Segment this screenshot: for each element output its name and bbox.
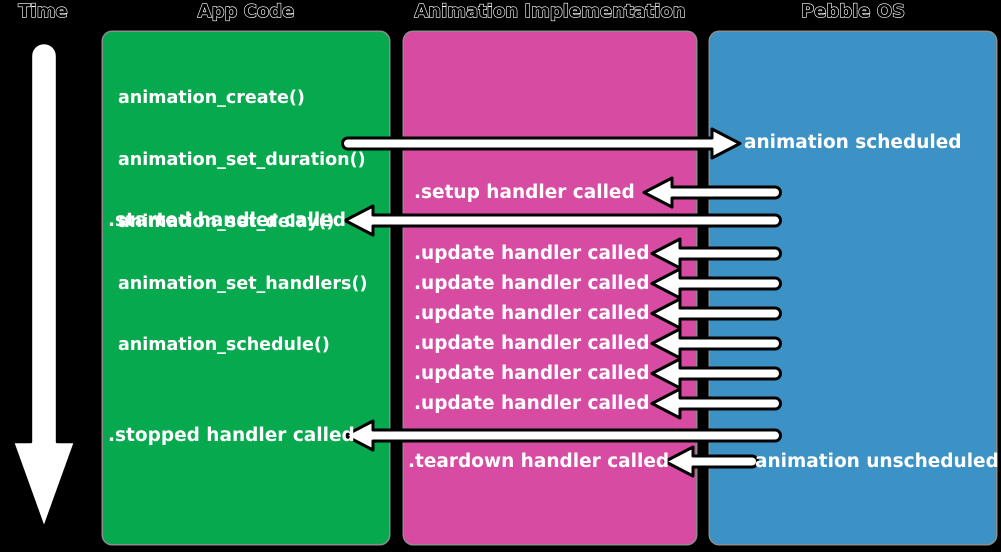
call-animation-schedule: animation_schedule() xyxy=(118,335,330,356)
label-started-handler-called: .started handler called xyxy=(108,210,347,231)
label-update-handler-called-5: .update handler called xyxy=(414,363,650,384)
label-teardown-handler-called: .teardown handler called xyxy=(408,451,670,472)
lane-animation-implementation xyxy=(404,32,696,544)
column-header-pebble-os: Pebble OS xyxy=(800,0,906,22)
label-update-handler-called-1: .update handler called xyxy=(414,243,650,264)
call-animation-set-delay: animation_set_delay() xyxy=(118,211,335,232)
lane-app-code xyxy=(103,32,389,544)
call-animation-create: animation_create() xyxy=(118,88,305,109)
call-animation-set-duration: animation_set_duration() xyxy=(118,149,366,170)
label-setup-handler-called: .setup handler called xyxy=(414,182,635,203)
call-animation-set-handlers: animation_set_handlers() xyxy=(118,273,368,294)
column-header-animation-implementation: Animation Implementation xyxy=(414,0,686,22)
label-update-handler-called-2: .update handler called xyxy=(414,273,650,294)
app-code-call-list: animation_create() animation_set_duratio… xyxy=(118,47,367,397)
label-stopped-handler-called: .stopped handler called xyxy=(108,425,355,446)
label-animation-unscheduled: animation unscheduled xyxy=(755,451,999,472)
column-header-app-code: App Code xyxy=(197,0,295,22)
label-update-handler-called-4: .update handler called xyxy=(414,333,650,354)
time-axis-arrow-icon xyxy=(11,42,77,530)
label-update-handler-called-6: .update handler called xyxy=(414,393,650,414)
column-header-time: Time xyxy=(18,0,69,22)
label-animation-scheduled: animation scheduled xyxy=(744,132,962,153)
label-update-handler-called-3: .update handler called xyxy=(414,303,650,324)
